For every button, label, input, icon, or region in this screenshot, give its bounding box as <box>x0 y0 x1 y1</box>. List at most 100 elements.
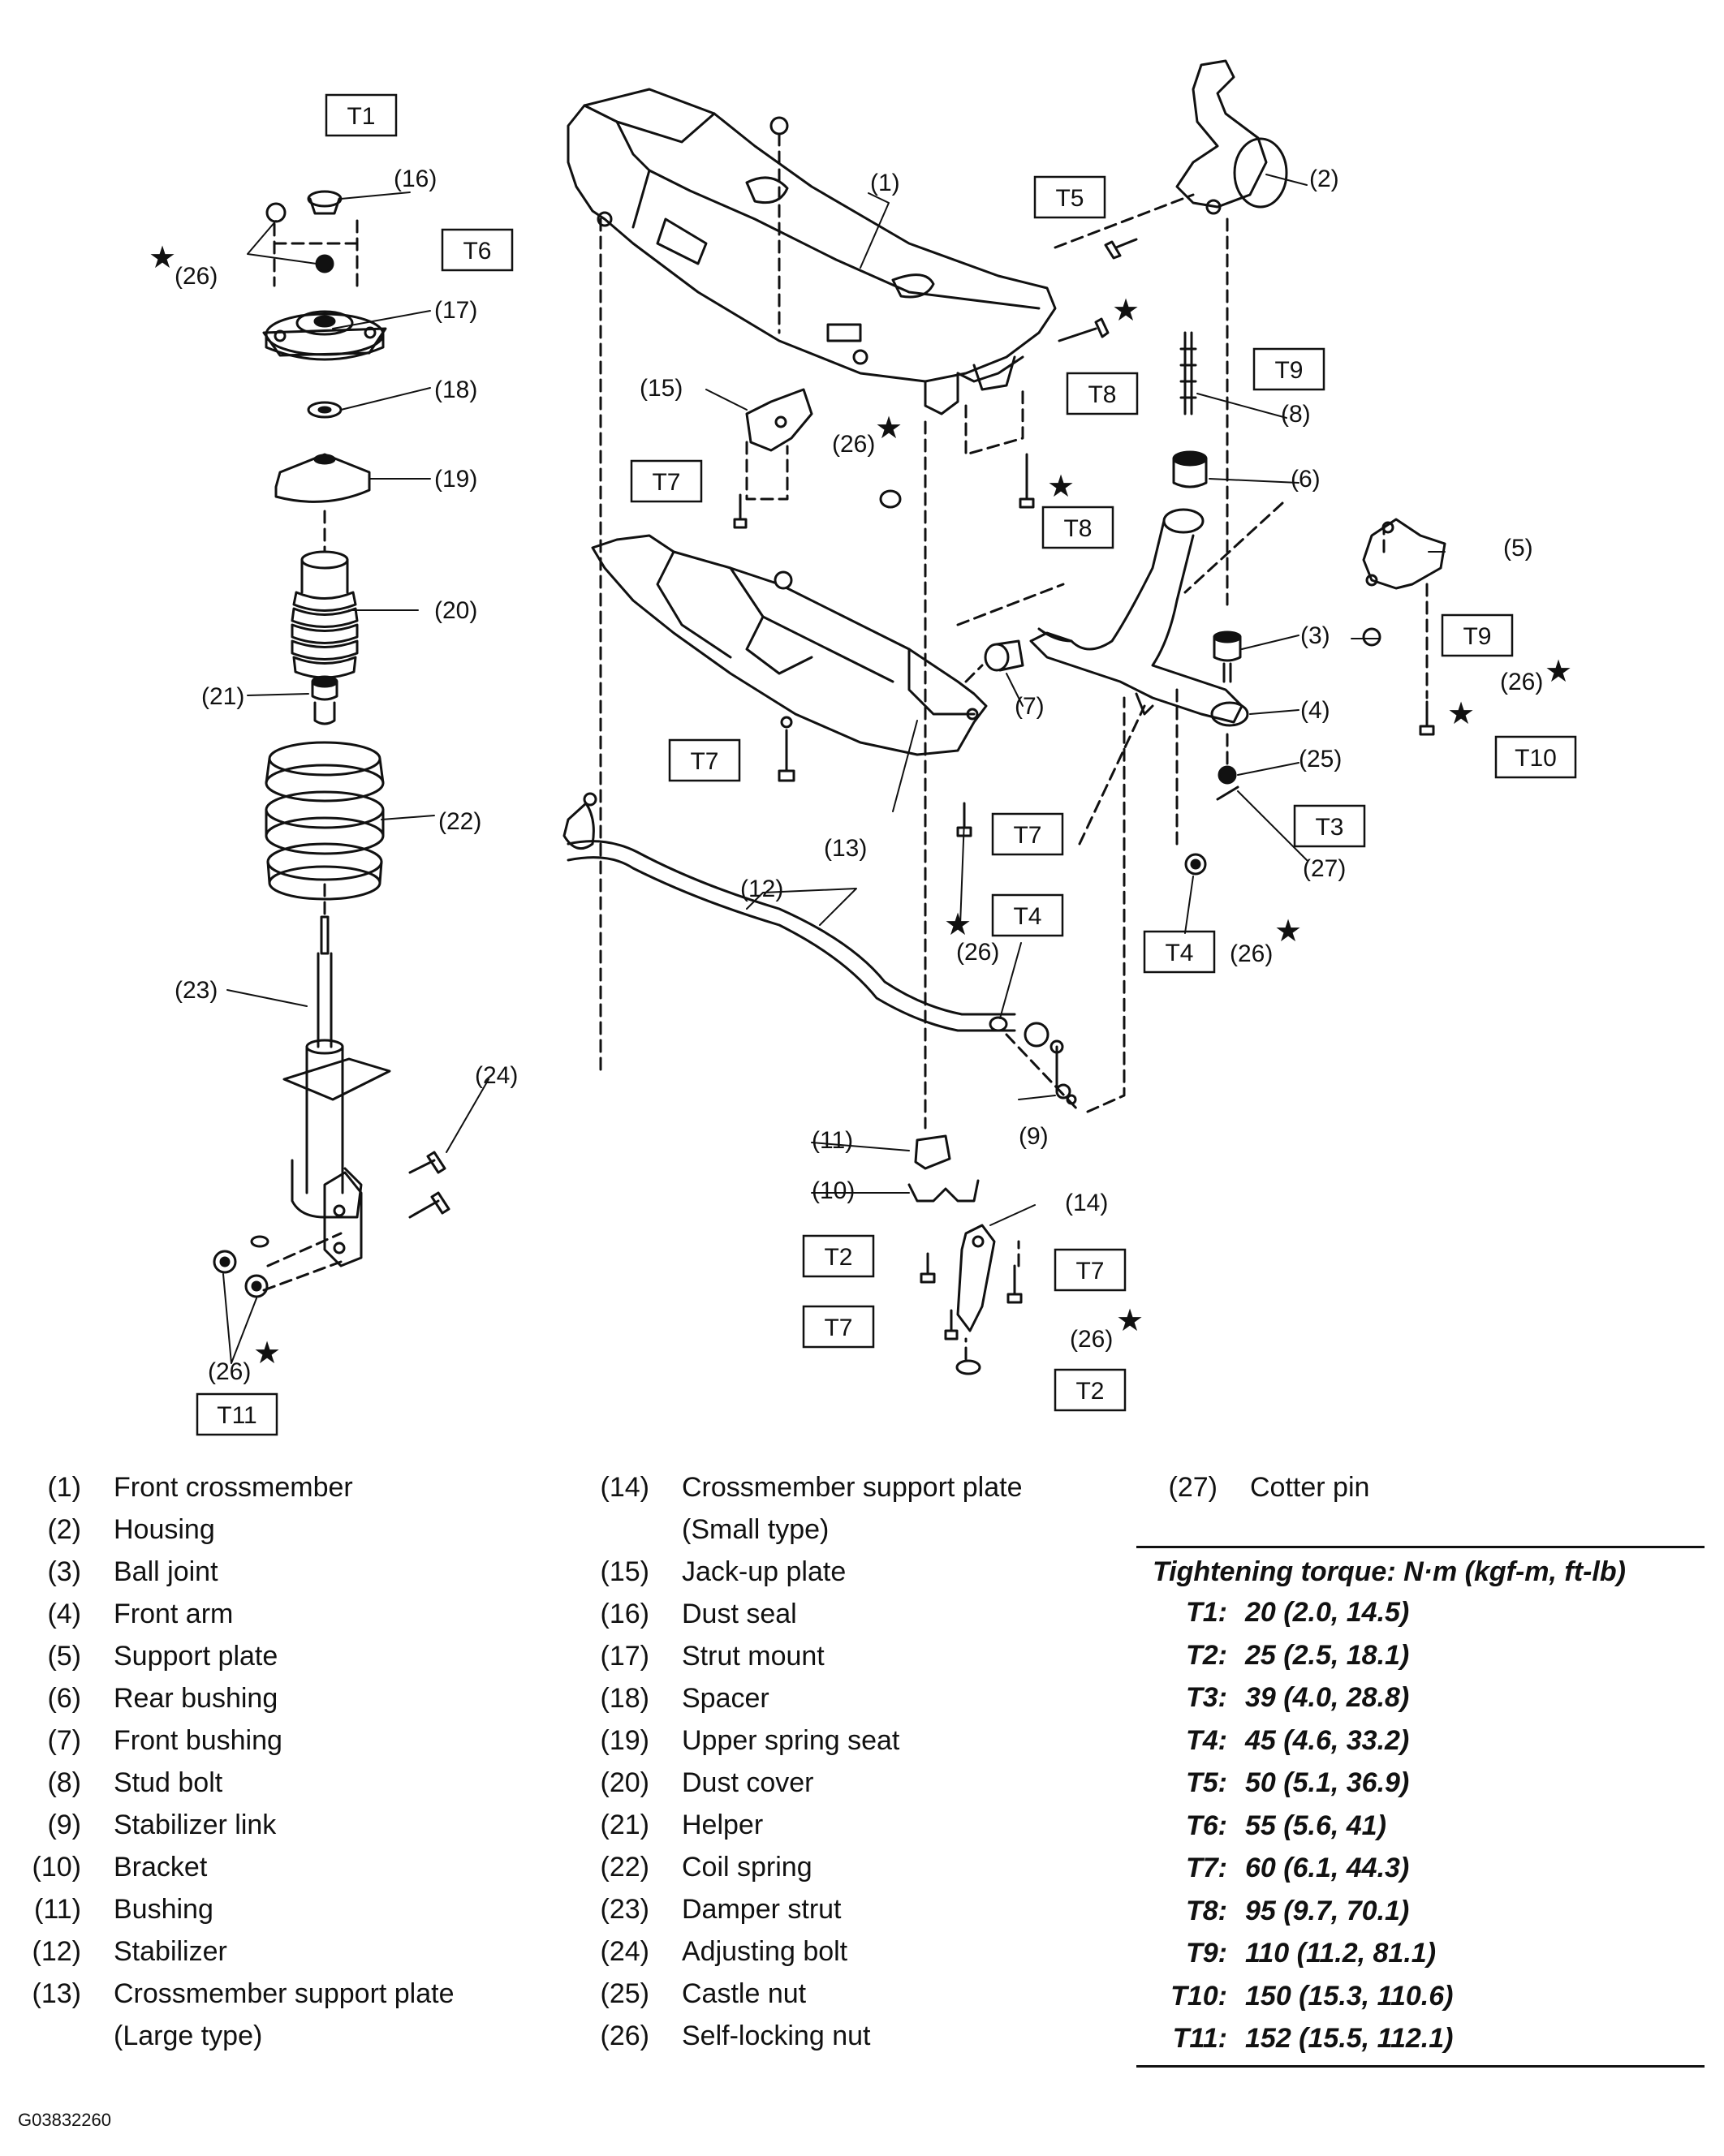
torque-key: T9: <box>1186 1938 1227 1969</box>
callout-8: (8) <box>1281 401 1311 428</box>
legend-number: (22) <box>600 1852 649 1883</box>
torque-box-t6: T6 <box>463 238 491 265</box>
torque-key: T3: <box>1186 1682 1227 1713</box>
legend-number: (14) <box>600 1472 649 1503</box>
bolt-t10 <box>1419 700 1435 736</box>
legend-number: (25) <box>600 1978 649 2009</box>
callout-7: (7) <box>1015 693 1045 720</box>
callout-labels: (1) (2) (3) (4) (5) (6) (7) (8) (9) (10)… <box>175 166 1543 1385</box>
legend-item: (24)Adjusting bolt <box>568 1930 1136 1973</box>
bolt-t8-upper <box>1058 317 1110 342</box>
torque-box-t7-upper: T7 <box>652 469 680 496</box>
torque-value: 50 (5.1, 36.9) <box>1245 1767 1410 1798</box>
legend-item: (18)Spacer <box>568 1677 1136 1719</box>
callout-26-plate: (26) <box>1070 1326 1113 1353</box>
legend-item: (10)Bracket <box>0 1846 568 1888</box>
torque-value: 95 (9.7, 70.1) <box>1245 1895 1410 1926</box>
torque-row: T5: 50 (5.1, 36.9) <box>1136 1762 1705 1805</box>
jack-up-plate-part <box>745 388 813 452</box>
callout-2: (2) <box>1309 166 1339 192</box>
legend-item: (27)Cotter pin <box>1136 1466 1705 1508</box>
legend-number: (21) <box>600 1810 649 1840</box>
torque-key: T4: <box>1186 1724 1227 1756</box>
torque-box-labels: T1 T6 T5 T8 T9 T9 T7 T8 T7 T7 T4 T4 T3 T… <box>217 103 1557 1429</box>
legend-item: (Small type) <box>568 1508 1136 1551</box>
legend-number: (27) <box>1168 1472 1218 1503</box>
legend-number: (7) <box>47 1725 81 1756</box>
legend-item: (Large type) <box>0 2015 568 2057</box>
torque-box-t7-lower-left: T7 <box>824 1315 852 1341</box>
torque-box-t2-lower: T2 <box>1075 1378 1104 1405</box>
torque-key: T5: <box>1186 1767 1227 1798</box>
callout-27: (27) <box>1303 855 1346 882</box>
callout-3: (3) <box>1300 622 1330 649</box>
torque-value: 55 (5.6, 41) <box>1245 1810 1386 1841</box>
helper-part <box>311 675 338 725</box>
torque-table: Tightening torque: N·m (kgf-m, ft-lb) T1… <box>1136 1546 1705 2068</box>
torque-box-t1: T1 <box>347 103 375 130</box>
legend-text: Self-locking nut <box>682 2020 871 2051</box>
adjusting-bolt-part <box>408 1151 450 1219</box>
torque-box-t7-lower-right: T7 <box>1075 1258 1104 1285</box>
legend-text: Strut mount <box>682 1641 825 1672</box>
torque-box-t9-upper: T9 <box>1274 357 1303 384</box>
bolt-t5 <box>1104 238 1138 260</box>
callout-5: (5) <box>1503 535 1533 562</box>
torque-key: T10: <box>1170 1980 1227 2012</box>
legend-number: (5) <box>47 1641 81 1672</box>
legend-text: (Large type) <box>114 2020 263 2051</box>
star-icon: ★ <box>1112 292 1140 328</box>
torque-row: T9: 110 (11.2, 81.1) <box>1136 1932 1705 1975</box>
legend-item: (9)Stabilizer link <box>0 1804 568 1846</box>
legend-item: (23)Damper strut <box>568 1888 1136 1930</box>
rear-bushing-part <box>1172 450 1208 488</box>
dust-cover-part <box>291 550 359 679</box>
torque-key: T11: <box>1172 2023 1227 2054</box>
torque-value: 39 (4.0, 28.8) <box>1245 1682 1410 1713</box>
legend-text: Rear bushing <box>114 1683 278 1714</box>
callout-19: (19) <box>434 466 477 493</box>
callout-26-support: (26) <box>1500 669 1543 695</box>
torque-key: T6: <box>1186 1810 1227 1841</box>
torque-row: T7:60 (6.1, 44.3) <box>1136 1847 1705 1890</box>
legend-item: (4)Front arm <box>0 1593 568 1635</box>
torque-row: T10:150 (15.3, 110.6) <box>1136 1975 1705 2018</box>
torque-key: T8: <box>1186 1895 1227 1926</box>
legend-text: Stabilizer <box>114 1936 227 1967</box>
legend-text: Front crossmember <box>114 1472 353 1503</box>
callout-18: (18) <box>434 377 477 403</box>
legend-number: (19) <box>600 1725 649 1756</box>
callout-4: (4) <box>1300 697 1330 724</box>
legend-number: (23) <box>600 1894 649 1925</box>
star-icon: ★ <box>1047 468 1075 504</box>
legend-text: Crossmember support plate <box>682 1472 1023 1503</box>
legend-text: Upper spring seat <box>682 1725 900 1756</box>
damper-strut-part <box>282 915 391 1267</box>
torque-key: T7: <box>1186 1853 1227 1883</box>
callout-24: (24) <box>475 1062 518 1089</box>
legend-number: (13) <box>32 1978 81 2009</box>
torque-value: 45 (4.6, 33.2) <box>1245 1724 1410 1756</box>
legend-number: (17) <box>600 1641 649 1672</box>
legend-text: Ball joint <box>114 1556 218 1587</box>
callout-21: (21) <box>201 683 244 710</box>
callout-9: (9) <box>1019 1123 1049 1150</box>
legend-text: Dust seal <box>682 1599 797 1629</box>
torque-value: 110 (11.2, 81.1) <box>1245 1938 1437 1969</box>
callout-10: (10) <box>812 1177 855 1204</box>
torque-row: T1:20 (2.0, 14.5) <box>1136 1591 1705 1634</box>
stud-bolt-part <box>1179 331 1197 415</box>
legend-number: (11) <box>34 1894 81 1925</box>
legend-text: Castle nut <box>682 1978 807 2009</box>
bracket-part <box>907 1179 980 1203</box>
self-locking-nut-part <box>265 202 287 223</box>
torque-row: T6: 55 (5.6, 41) <box>1136 1805 1705 1848</box>
star-marks: ★ ★ ★ ★ ★ ★ ★ ★ ★ ★ <box>149 239 1572 1371</box>
legend-number: (18) <box>600 1683 649 1714</box>
torque-value: 20 (2.0, 14.5) <box>1245 1597 1410 1628</box>
legend-number: (2) <box>47 1514 81 1545</box>
crossmember-support-plate-large-part <box>591 534 988 756</box>
legend-item: (3)Ball joint <box>0 1551 568 1593</box>
legend-item: (5)Support plate <box>0 1635 568 1677</box>
cotter-pin-part <box>1216 785 1239 801</box>
